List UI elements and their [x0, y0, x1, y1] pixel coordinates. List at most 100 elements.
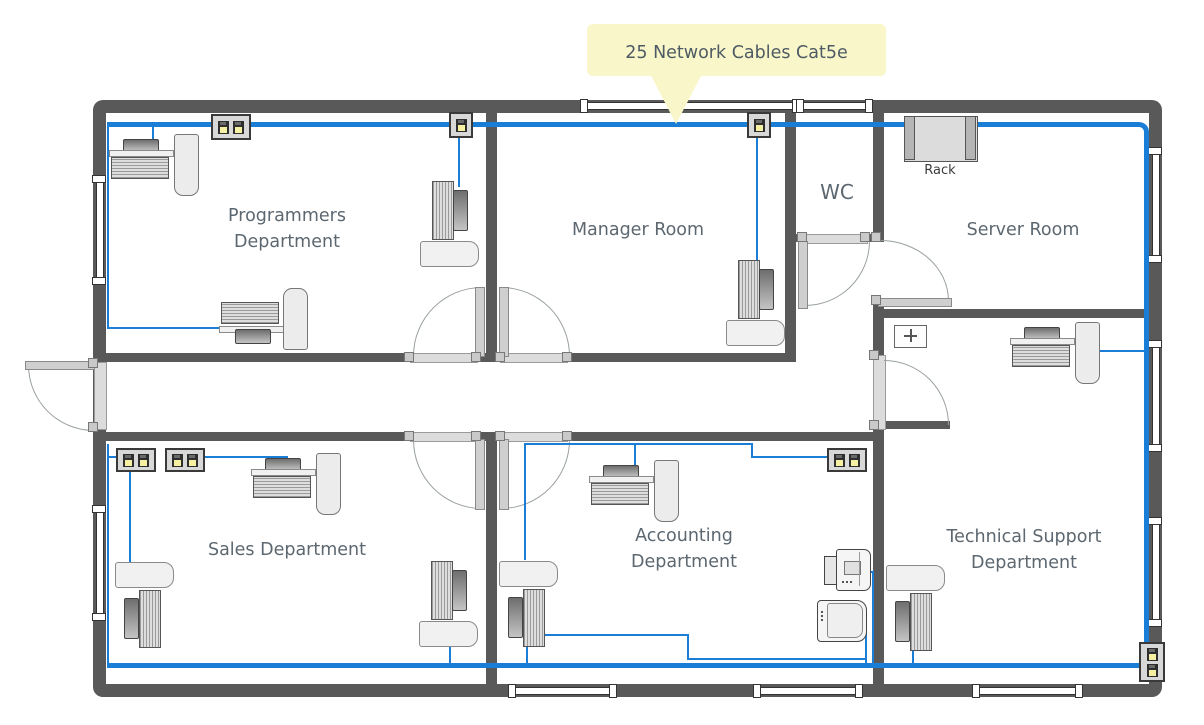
- wall-socket-2port-sales-1: [116, 448, 156, 472]
- cable-left-riser-lower: [107, 444, 109, 665]
- workstation-sales-1: [251, 453, 341, 515]
- computer-tower: [283, 288, 308, 350]
- keyboard: [591, 483, 649, 505]
- keyboard: [253, 476, 311, 498]
- room-label-wc: WC: [820, 180, 854, 204]
- window-cap: [1075, 684, 1083, 698]
- rj45-port-icon: [123, 453, 134, 467]
- cable-drop: [912, 647, 914, 665]
- door-hinge: [88, 358, 98, 368]
- cable-drop: [526, 645, 528, 665]
- door-hinge: [471, 352, 481, 362]
- window-right-1: [1152, 152, 1160, 258]
- desk: [589, 476, 654, 483]
- room-label-manager: Manager Room: [571, 220, 705, 240]
- cable-run: [751, 456, 828, 458]
- cable-left-riser-upper: [107, 124, 109, 329]
- rj45-port-icon: [218, 120, 229, 134]
- cross-arrows-icon: [910, 329, 912, 342]
- cable-drop: [1096, 350, 1146, 352]
- window-cap: [92, 175, 106, 183]
- scanner-buttons: [821, 611, 823, 621]
- desk: [499, 561, 558, 587]
- wall-programmers-manager: [486, 113, 497, 360]
- door-hinge: [869, 350, 879, 360]
- window-bottom-2: [758, 687, 858, 695]
- desk: [726, 320, 785, 346]
- window-left-2: [96, 510, 104, 616]
- room-label-sales: Sales Department: [207, 540, 367, 560]
- workstation-sales-3: [419, 561, 481, 647]
- desk: [115, 562, 174, 588]
- computer-tower: [1075, 322, 1100, 384]
- workstation-programmers-3: [420, 181, 482, 267]
- workstation-techsupport-2: [884, 565, 946, 651]
- printer-slot: [844, 561, 861, 575]
- cable-drop: [449, 643, 451, 664]
- workstation-sales-2: [113, 562, 175, 648]
- rj45-port-icon: [1146, 663, 1158, 677]
- door-hinge: [860, 232, 870, 242]
- wall-corridor-bottom-mid: [478, 432, 500, 441]
- workstation-programmers-2: [219, 288, 309, 352]
- rack-label: Rack: [924, 163, 956, 178]
- cable-drop: [201, 456, 288, 458]
- cable-drop: [109, 456, 118, 458]
- workstation-techsupport-1: [1010, 322, 1100, 384]
- cable-drop: [865, 620, 867, 663]
- room-label-techsupport: Technical Support Department: [946, 527, 1102, 573]
- wall-socket-1port-manager: [747, 112, 771, 138]
- desk: [109, 150, 174, 157]
- wall-stub-techsupport: [884, 421, 950, 429]
- wall-sales-accounting: [486, 441, 497, 684]
- window-cap: [753, 684, 761, 698]
- window-cap: [1148, 619, 1162, 627]
- window-cap: [92, 505, 106, 513]
- keyboard: [523, 589, 545, 647]
- door-hinge: [495, 431, 505, 441]
- printer: [836, 549, 871, 591]
- window-cap: [855, 684, 863, 698]
- room-label-accounting: Accounting Department: [631, 526, 737, 572]
- computer-tower: [316, 453, 341, 515]
- server-rack-side: [904, 116, 915, 160]
- cable-drop: [868, 571, 874, 573]
- door-hinge: [471, 431, 481, 441]
- rj45-port-icon: [834, 453, 845, 467]
- keyboard: [139, 590, 161, 648]
- window-left-1: [96, 180, 104, 280]
- door-hinge: [495, 352, 505, 362]
- door-swing-arc: [28, 365, 94, 431]
- computer-tower: [174, 134, 199, 196]
- window-cap: [865, 99, 873, 113]
- door-hinge: [797, 232, 807, 242]
- cable-run: [543, 634, 689, 636]
- door-hinge: [869, 420, 879, 430]
- scanner-lid: [827, 603, 863, 638]
- wall-accounting-techsupport: [873, 427, 884, 684]
- rj45-port-icon: [753, 118, 765, 132]
- window-cap: [1148, 340, 1162, 348]
- window-cap: [92, 277, 106, 285]
- wall-wc-server-upper: [873, 113, 884, 240]
- wall-corridor-top-mid: [478, 353, 500, 362]
- door-hinge: [404, 352, 414, 362]
- printer-buttons: [842, 581, 854, 583]
- rj45-port-icon: [1146, 647, 1158, 661]
- cable-run: [687, 634, 689, 660]
- window-cap: [92, 613, 106, 621]
- desk: [420, 241, 479, 267]
- window-top-1: [585, 102, 795, 110]
- window-right-2: [1152, 345, 1160, 447]
- window-cap: [1148, 255, 1162, 263]
- desk: [251, 469, 316, 476]
- wall-socket-2port-techsupport: [1139, 642, 1165, 682]
- workstation-accounting-2: [497, 561, 559, 647]
- cable-drop: [756, 132, 758, 262]
- rj45-port-icon: [233, 120, 244, 134]
- door-hinge: [562, 352, 572, 362]
- workstation-programmers-1: [109, 134, 199, 196]
- keyboard: [432, 181, 454, 240]
- window-right-3: [1152, 522, 1160, 622]
